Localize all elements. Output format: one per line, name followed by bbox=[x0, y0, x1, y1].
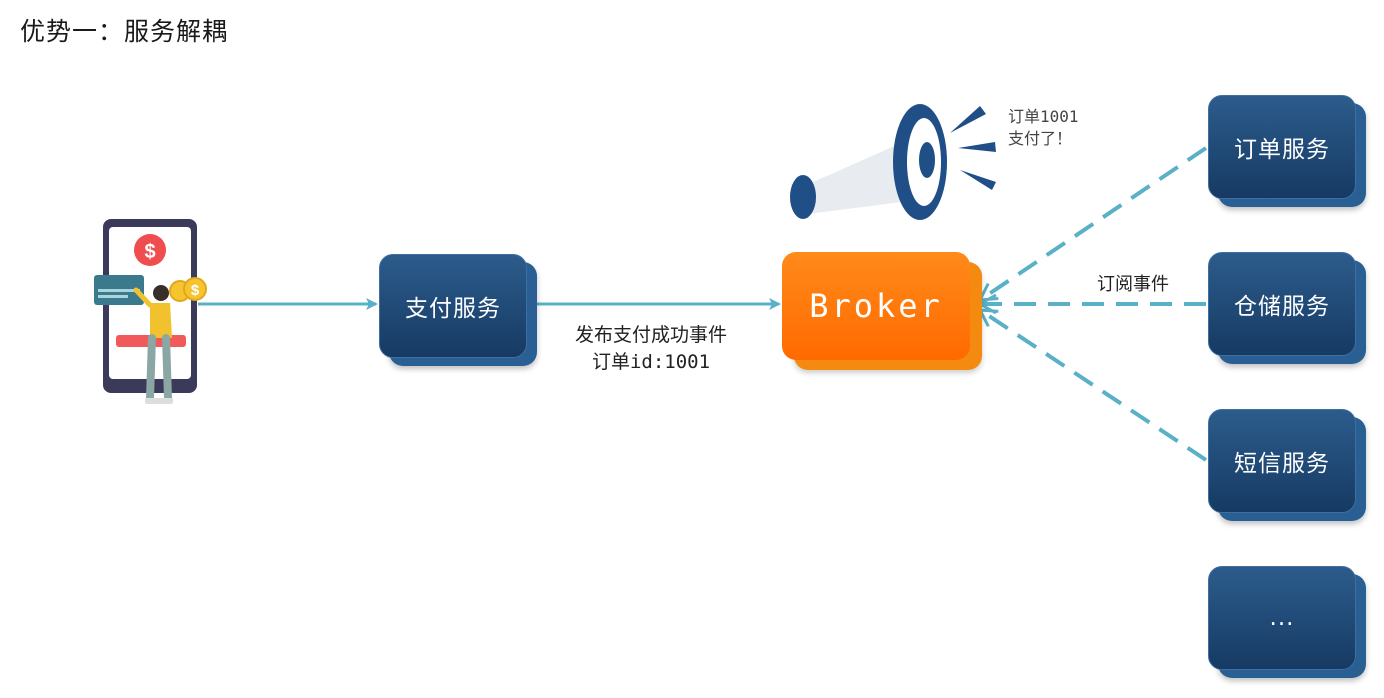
svg-text:$: $ bbox=[191, 282, 200, 299]
phone-payment-icon: $ $ bbox=[94, 219, 207, 404]
announcement-text: 订单1001 支付了！ bbox=[1008, 106, 1079, 150]
storage-service-label: 仓储服务 bbox=[1208, 252, 1356, 356]
svg-text:$: $ bbox=[144, 241, 155, 263]
arrow-order-subscribe bbox=[977, 146, 1208, 302]
broker-box[interactable]: Broker bbox=[782, 252, 982, 370]
announcement-line1: 订单1001 bbox=[1008, 107, 1079, 126]
subscribe-label: 订阅事件 bbox=[1097, 274, 1169, 295]
payment-service-label: 支付服务 bbox=[379, 254, 527, 358]
event-label-line2: 订单id:1001 bbox=[591, 351, 711, 373]
event-label-line1: 发布支付成功事件 bbox=[574, 324, 727, 346]
dollar-coin-icon: $ bbox=[169, 277, 207, 302]
payment-service-box[interactable]: 支付服务 bbox=[379, 254, 537, 366]
announcement-line2: 支付了！ bbox=[1008, 129, 1073, 148]
order-service-label: 订单服务 bbox=[1208, 95, 1356, 199]
megaphone-icon bbox=[790, 104, 996, 220]
page-title: 优势一：服务解耦 bbox=[20, 17, 229, 46]
more-services-box[interactable]: ... bbox=[1208, 566, 1366, 678]
storage-service-box[interactable]: 仓储服务 bbox=[1208, 252, 1366, 364]
broker-label: Broker bbox=[782, 252, 970, 360]
sms-service-label: 短信服务 bbox=[1208, 409, 1356, 513]
more-services-label: ... bbox=[1208, 566, 1356, 670]
arrow-sms-subscribe bbox=[977, 308, 1208, 462]
sms-service-box[interactable]: 短信服务 bbox=[1208, 409, 1366, 521]
order-service-box[interactable]: 订单服务 bbox=[1208, 95, 1366, 207]
